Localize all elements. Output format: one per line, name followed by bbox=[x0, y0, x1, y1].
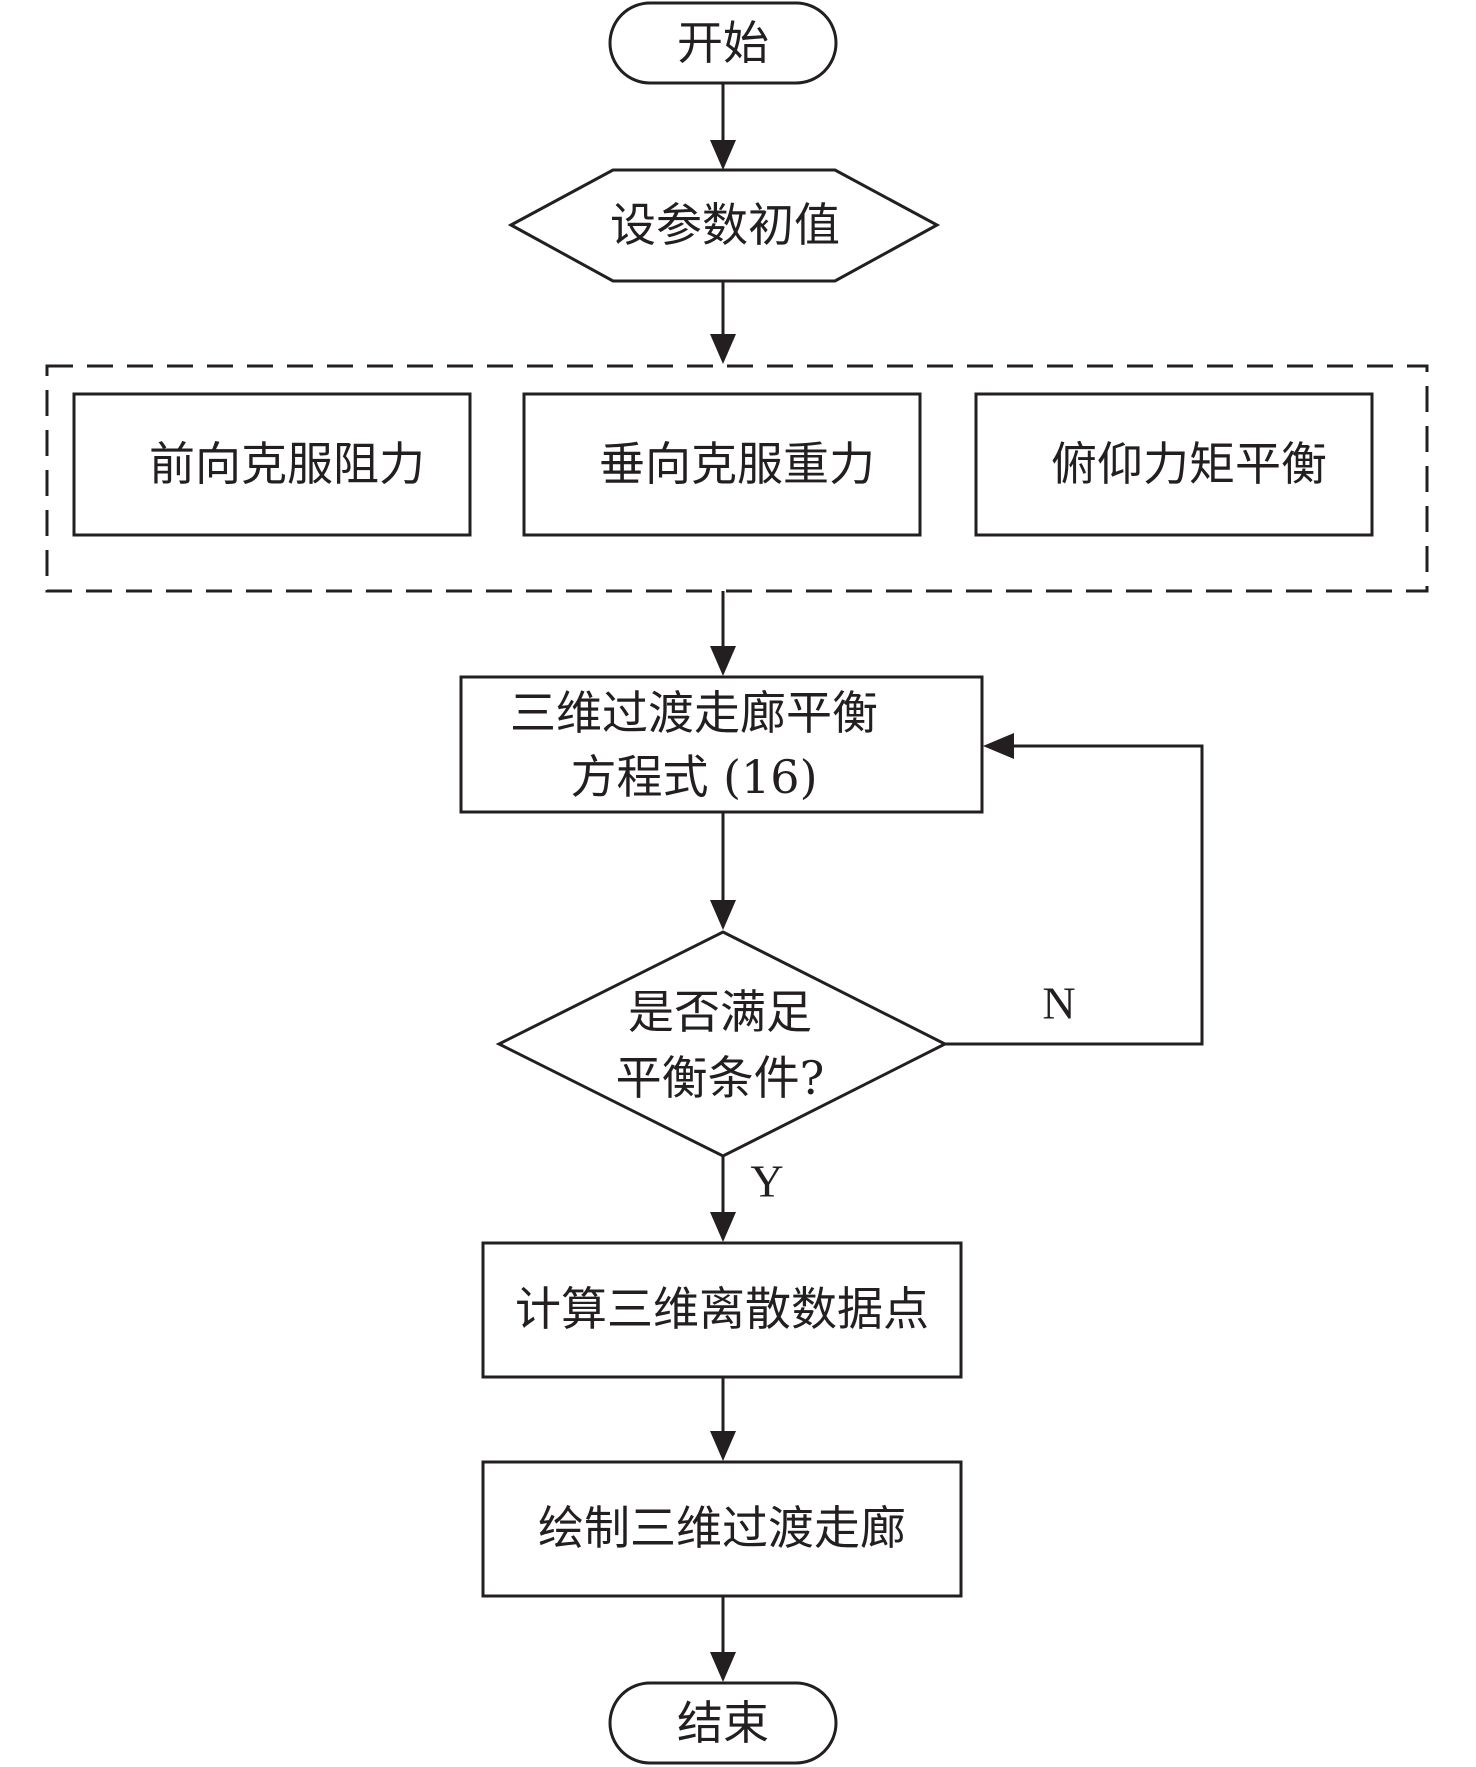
constraint-label-pitch: 俯仰力矩平衡 bbox=[1051, 437, 1327, 491]
constraint-box-drag: 前向克服阻力 bbox=[72, 392, 472, 537]
end-node: 结束 bbox=[608, 1681, 838, 1765]
draw-label: 绘制三维过渡走廊 bbox=[538, 1501, 906, 1555]
compute-node: 计算三维离散数据点 bbox=[481, 1241, 963, 1379]
constraint-box-pitch: 俯仰力矩平衡 bbox=[974, 392, 1374, 537]
equation-node: 三维过渡走廊平衡 方程式 (16) bbox=[459, 675, 984, 814]
decision-label-line2: 平衡条件? bbox=[616, 1051, 825, 1105]
compute-label: 计算三维离散数据点 bbox=[515, 1282, 929, 1336]
equation-label-line1: 三维过渡走廊平衡 bbox=[510, 686, 878, 740]
constraint-label-drag: 前向克服阻力 bbox=[149, 437, 425, 491]
arrow-start-to-init bbox=[710, 83, 736, 170]
arrow-compute-to-draw bbox=[710, 1377, 736, 1461]
arrow-constraints-to-equation bbox=[710, 591, 736, 676]
decision-label-line1: 是否满足 bbox=[628, 985, 812, 1039]
start-label: 开始 bbox=[677, 16, 769, 70]
arrow-equation-to-decision bbox=[710, 812, 736, 930]
constraint-label-gravity: 垂向克服重力 bbox=[599, 437, 875, 491]
init-node: 设参数初值 bbox=[507, 168, 941, 283]
constraint-box-gravity: 垂向克服重力 bbox=[522, 392, 922, 537]
arrow-init-to-constraints bbox=[710, 281, 736, 364]
decision-node: 是否满足 平衡条件? bbox=[495, 930, 949, 1158]
draw-node: 绘制三维过渡走廊 bbox=[481, 1460, 963, 1598]
equation-label-line2: 方程式 (16) bbox=[570, 750, 817, 804]
constraint-group: 前向克服阻力 垂向克服重力 俯仰力矩平衡 bbox=[45, 364, 1429, 593]
arrow-yes-to-compute bbox=[710, 1156, 736, 1242]
init-label: 设参数初值 bbox=[610, 198, 840, 252]
no-branch-label: N bbox=[1042, 978, 1075, 1029]
yes-branch-label: Y bbox=[750, 1156, 783, 1207]
start-node: 开始 bbox=[608, 1, 838, 85]
arrow-draw-to-end bbox=[710, 1596, 736, 1682]
end-label: 结束 bbox=[677, 1696, 769, 1750]
arrow-no-loop bbox=[945, 733, 1204, 1046]
